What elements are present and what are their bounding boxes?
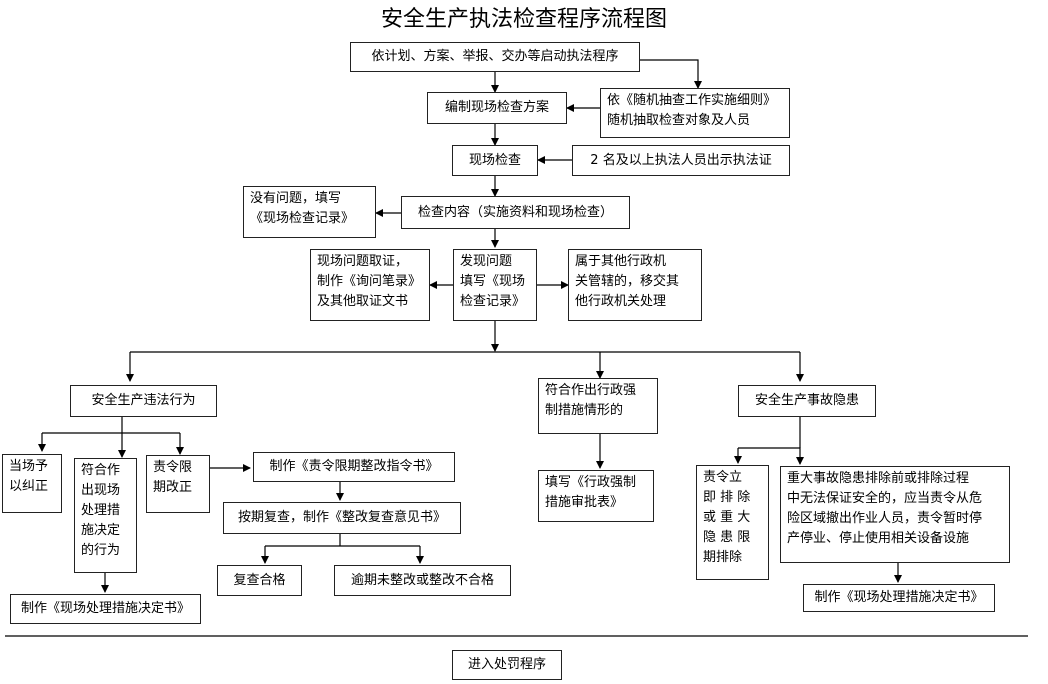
no-issue-box: 没有问题，填写 《现场检查记录》 <box>243 186 376 238</box>
hazard-fix-box: 责令立 即 排 除 或 重 大 隐 患 限 期排除 <box>696 465 769 580</box>
arrow-start-to-random <box>640 59 702 89</box>
show-certificate-box: 2 名及以上执法人员出示执法证 <box>572 145 790 176</box>
recheck-fail-box: 逾期未整改或整改不合格 <box>334 565 511 596</box>
correct-onsite-box: 当场予 以纠正 <box>2 454 62 513</box>
violation-box: 安全生产违法行为 <box>70 385 217 417</box>
coercive-measure-box: 符合作出行政强 制措施情形的 <box>538 378 658 434</box>
decision-left-box: 制作《现场处理措施决定书》 <box>10 594 201 624</box>
decision-right-box: 制作《现场处理措施决定书》 <box>803 584 995 612</box>
inspection-content-box: 检查内容（实施资料和现场检查） <box>401 196 630 229</box>
coercive-form-box: 填写《行政强制 措施审批表》 <box>538 470 654 522</box>
measure-decision-box: 符合作 出现场 处理措 施决定 的行为 <box>74 458 137 573</box>
onsite-inspection-box: 现场检查 <box>452 145 538 176</box>
recheck-pass-box: 复查合格 <box>217 565 302 596</box>
recheck-box: 按期复查，制作《整改复查意见书》 <box>223 502 461 534</box>
page-title: 安全生产执法检查程序流程图 <box>380 7 667 32</box>
random-selection-box: 依《随机抽查工作实施细则》 随机抽取检查对象及人员 <box>600 88 790 138</box>
issue-found-box: 发现问题 填写《现场 检查记录》 <box>453 249 537 321</box>
make-order-box: 制作《责令限期整改指令书》 <box>253 452 455 482</box>
transfer-box: 属于其他行政机 关管辖的，移交其 他行政机关处理 <box>568 249 702 321</box>
major-hazard-box: 重大事故隐患排除前或排除过程 中无法保证安全的，应当责令从危 险区域撤出作业人员… <box>780 466 1010 563</box>
start-procedure-box: 依计划、方案、举报、交办等启动执法程序 <box>350 42 640 72</box>
order-fix-box: 责令限 期改正 <box>146 455 210 513</box>
penalty-procedure-box: 进入处罚程序 <box>452 650 562 680</box>
hazard-box: 安全生产事故隐患 <box>738 385 876 417</box>
evidence-box: 现场问题取证， 制作《询问笔录》 及其他取证文书 <box>310 249 430 321</box>
plan-box: 编制现场检查方案 <box>427 92 567 124</box>
